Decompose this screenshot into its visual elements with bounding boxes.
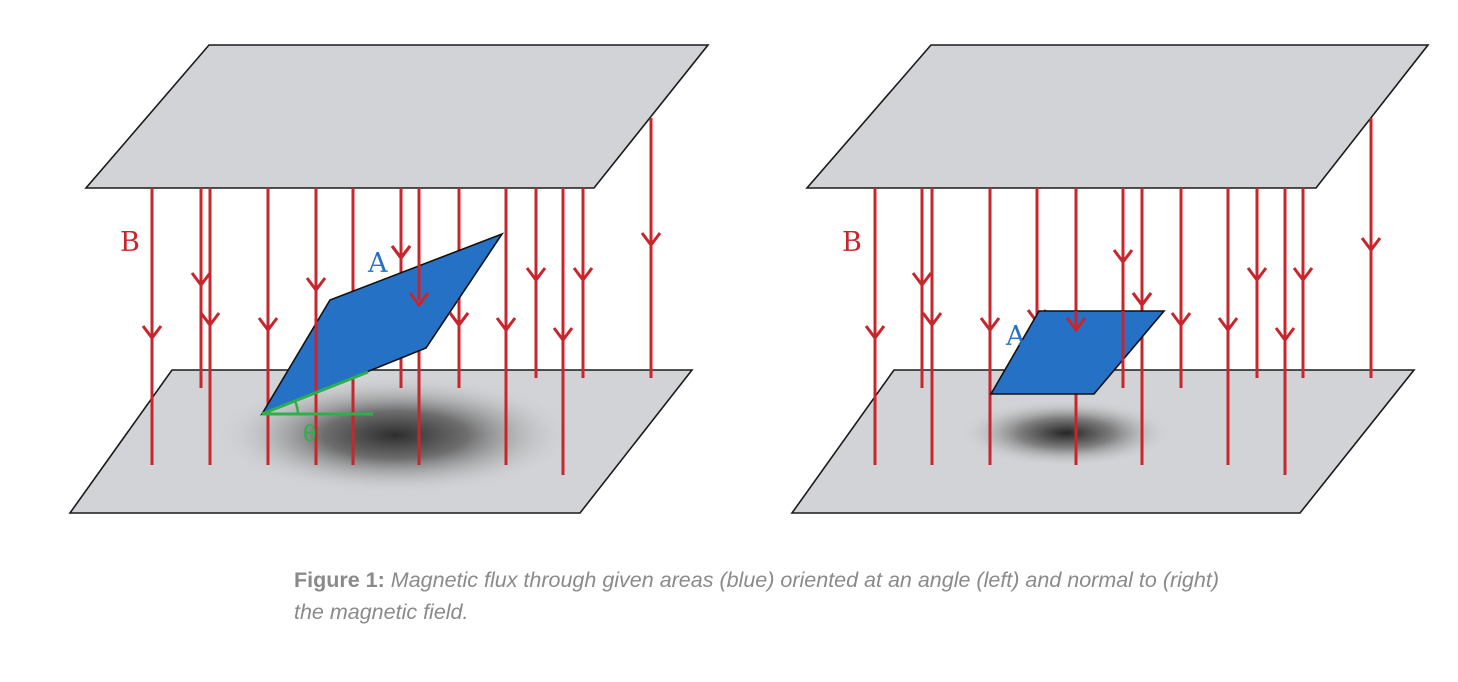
field-line	[141, 188, 163, 465]
field-line	[495, 188, 517, 465]
field-arrowhead	[525, 267, 547, 283]
right-field-lines-front	[1065, 292, 1153, 388]
field-line	[1065, 311, 1087, 333]
field-arrowhead	[1360, 237, 1382, 253]
left-area-plane	[260, 232, 505, 416]
field-arrowhead	[552, 327, 574, 343]
field-arrowhead	[1246, 267, 1268, 283]
left-field-lines	[141, 118, 662, 475]
field-line	[257, 188, 279, 465]
angle-plane-edge	[261, 370, 369, 416]
field-line	[911, 188, 933, 388]
field-arrowhead	[1112, 249, 1134, 265]
field-arrowhead	[572, 267, 594, 283]
field-line	[1246, 188, 1268, 378]
angle-arc	[293, 400, 300, 415]
field-arrowhead	[1065, 317, 1087, 333]
right-area-shadow	[960, 399, 1172, 467]
field-arrowhead	[979, 317, 1001, 333]
field-arrowhead	[921, 312, 943, 328]
left-top-plate	[84, 44, 710, 189]
field-arrowhead	[1274, 327, 1296, 343]
field-arrowhead	[1131, 292, 1153, 308]
field-arrowhead	[1170, 312, 1192, 328]
field-arrowhead	[911, 272, 933, 288]
field-arrowhead	[141, 325, 163, 341]
field-line	[1292, 188, 1314, 378]
field-line	[1360, 118, 1382, 378]
field-arrowhead	[1292, 267, 1314, 283]
field-line	[979, 188, 1001, 465]
field-arrowhead	[199, 312, 221, 328]
field-line	[1170, 188, 1192, 388]
right-area-label: A	[1005, 321, 1026, 352]
field-arrowhead	[1217, 317, 1239, 333]
right-panel: B A	[790, 44, 1430, 514]
right-field-label: B	[842, 227, 862, 258]
field-line	[199, 188, 221, 465]
field-arrowhead	[448, 312, 470, 328]
field-line	[921, 188, 943, 465]
field-line	[525, 188, 547, 378]
field-arrowhead	[390, 245, 412, 261]
caption-text: Magnetic flux through given areas (blue)…	[294, 568, 1219, 624]
field-arrowhead	[257, 317, 279, 333]
caption-label: Figure 1:	[294, 568, 385, 592]
field-arrowhead	[190, 272, 212, 288]
field-arrowhead	[640, 232, 662, 248]
field-line	[572, 188, 594, 378]
left-area-label: A	[367, 248, 388, 279]
field-line	[390, 240, 412, 268]
field-arrowhead	[864, 325, 886, 341]
field-line	[448, 300, 470, 345]
left-field-label: B	[120, 227, 140, 258]
right-top-plate	[805, 44, 1430, 189]
field-line	[864, 188, 886, 465]
left-area-shadow	[215, 375, 575, 495]
field-line	[1131, 292, 1153, 310]
field-line	[552, 188, 574, 475]
field-arrowhead	[495, 317, 517, 333]
field-line	[640, 118, 662, 378]
field-line	[408, 244, 430, 308]
figure-caption: Figure 1: Magnetic flux through given ar…	[294, 564, 1254, 628]
angle-label: θ	[303, 422, 316, 447]
field-line	[190, 188, 212, 388]
field-arrowhead	[408, 292, 430, 308]
field-line	[1274, 188, 1296, 475]
left-panel: B A θ	[68, 44, 710, 514]
figure-diagram: B A θ B A	[68, 44, 1430, 514]
left-field-lines-front	[314, 240, 470, 465]
field-line	[1217, 188, 1239, 465]
